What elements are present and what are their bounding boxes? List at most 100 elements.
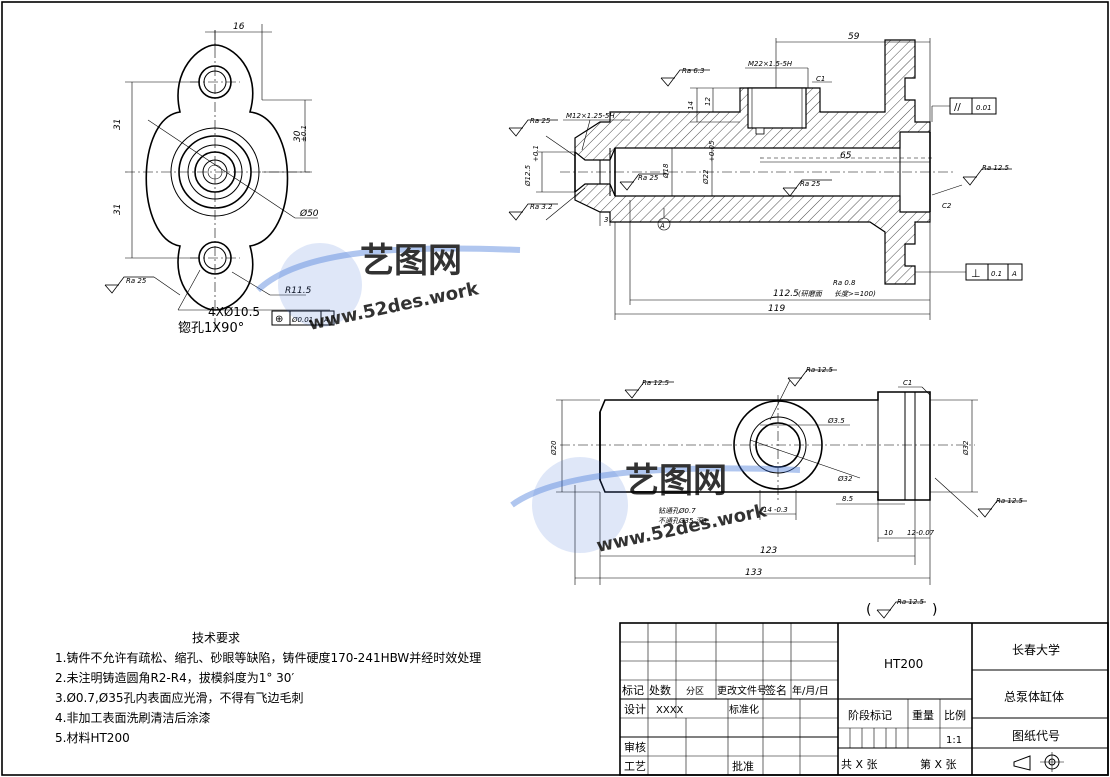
dim-14: 14 [687,101,695,110]
dim-112-5: 112.5 [773,289,799,299]
dim-r11-5: R11.5 [285,286,312,296]
dim-dia-12-5: Ø12.5 [524,164,532,187]
general-ra: Ra 12.5 [897,598,925,606]
title-block: 标记 处数 分区 更改文件号 签名 年/月/日 设计 XXXX 标准化 审核 工… [619,622,1109,776]
tb-design: 设计 [624,703,646,716]
tb-date: 年/月/日 [792,684,829,697]
bottom-view: Ø20 Ra 12.5 Ra 12.5 C1 Ø32 Ø3.5 Ø32 8.5 … [550,366,1028,585]
tb-stage: 阶段标记 [848,708,892,722]
general-roughness: ( Ra 12.5 ) [866,598,937,619]
watermark-brand-1: 艺图网 [360,241,462,281]
tb-standardize: 标准化 [729,703,759,716]
dim-12-bottom-tol: -0.07 [916,529,935,537]
tb-school: 长春大学 [1012,642,1060,657]
chamfer-c1-bottom: C1 [903,379,912,387]
tb-weight: 重量 [912,708,934,722]
dim-dia-32: Ø32 [837,475,853,483]
perpendicular-icon: ⊥ [971,267,981,280]
countersink-note: 锪孔1X90° [178,320,244,336]
watermark-brand-2: 艺图网 [625,461,727,501]
dim-119: 119 [768,304,785,314]
hole-note: 4XØ10.5 [208,305,260,319]
ra-12-5-bottom-left: Ra 12.5 [642,379,670,387]
ra-25-inner: Ra 25 [638,174,659,182]
watermark-globe-icon [278,243,362,327]
tb-scale: 比例 [944,708,966,722]
dim-12: 12 [704,97,712,106]
drill-note-1: 钻通孔Ø0.7 [658,507,696,515]
tb-approve: 批准 [732,759,754,773]
position-datum: A [323,316,329,324]
dim-112-5-note2: 长度>=100) [834,290,876,298]
dim-59: 59 [848,32,860,42]
position-value: Ø0.01 [291,316,313,324]
dim-dia-12-5-tol: +0.1 [532,145,540,162]
parallel-value: 0.01 [976,104,992,112]
ra-0-8: Ra 0.8 [833,279,856,287]
parallel-icon: // [954,102,961,113]
thread-m22: M22×1.5-5H [748,60,793,68]
dim-3: 3 [604,216,608,224]
ra-12-5-bottom-top: Ra 12.5 [806,366,834,374]
front-view: 16 31 31 30 ±0.1 Ø50 R11.5 4XØ10.5 锪孔1X9… [104,22,335,336]
dim-65: 65 [840,151,852,161]
dim-dia-20: Ø20 [550,440,558,456]
ra-25-front: Ra 25 [126,277,147,285]
perpendicular-value: 0.1 [991,270,1002,278]
ra-3-2: Ra 3.2 [530,203,553,211]
tech-item-2: 2.未注明铸造圆角R2-R4，拔模斜度为1° 30′ [55,670,294,685]
tb-review: 审核 [624,740,646,754]
dim-dia-32-right: Ø32 [962,440,970,456]
tech-title: 技术要求 [192,631,240,645]
watermark-2: 艺图网 www.52des.work [510,457,801,557]
watermark-globe-icon-2 [532,457,628,553]
tb-part-name: 总泵体缸体 [1004,689,1064,704]
ra-6-3: Ra 6.3 [682,67,705,75]
drill-note-2: 不通孔Ø35 深3 [658,517,707,525]
dim-dia-3-5: Ø3.5 [827,417,845,425]
tech-item-5: 5.材料HT200 [55,731,130,745]
ra-25-bore: Ra 25 [800,180,821,188]
datum-a: A [659,222,665,230]
dim-31-upper: 31 [113,119,123,130]
svg-text:): ) [932,602,937,618]
dim-123: 123 [760,546,777,556]
dim-dia-50: Ø50 [299,208,319,219]
dim-dia-18: Ø18 [662,163,670,179]
tb-total-sheets: 共 X 张 [841,758,878,771]
dim-133: 133 [745,568,762,578]
dim-31-lower: 31 [113,204,123,215]
dim-14-bottom: 14 [763,506,772,514]
tech-item-1: 1.铸件不允许有疏松、缩孔、砂眼等缺陷，铸件硬度170-241HBW并经时效处理 [55,650,481,665]
dim-112-5-note: (研磨面 [798,290,823,298]
tb-count: 处数 [649,684,671,697]
dim-8-5: 8.5 [842,495,854,503]
tb-process: 工艺 [624,760,646,773]
tb-drawing-no: 图纸代号 [1012,729,1060,743]
tb-change-doc: 更改文件号 [717,684,767,697]
dim-14-bottom-tol: -0.3 [774,506,788,514]
projection-symbol-icon [1013,752,1064,772]
tech-item-4: 4.非加工表面洗刷清洁后涂漆 [55,710,210,725]
chamfer-c2: C2 [942,202,952,210]
tech-requirements: 技术要求 1.铸件不允许有疏松、缩孔、砂眼等缺陷，铸件硬度170-241HBW并… [55,631,481,745]
tb-designer: XXXX [656,705,684,716]
section-view: 59 M22×1.5-5H C1 Ra 6.3 14 12 M12×1.25-5… [508,32,1023,320]
thread-m12: M12×1.25-5H [566,112,615,120]
dim-16: 16 [233,22,245,32]
dim-12-bottom: 12 [907,529,916,537]
ra-12-5-bottom-right: Ra 12.5 [996,497,1024,505]
svg-text:(: ( [866,602,871,618]
chamfer-c1-top: C1 [816,75,825,83]
perpendicular-datum: A [1011,270,1017,278]
dim-dia-22-tol: +0.05 [708,140,716,162]
ra-12-5-section: Ra 12.5 [982,164,1010,172]
tb-mark: 标记 [622,683,644,697]
dim-30-tol: ±0.1 [300,125,308,142]
dim-10: 10 [884,529,893,537]
position-tolerance-frame [271,310,335,326]
tb-sign: 签名 [765,683,787,697]
tech-item-3: 3.Ø0.7,Ø35孔内表面应光滑，不得有飞边毛刺 [55,690,304,705]
